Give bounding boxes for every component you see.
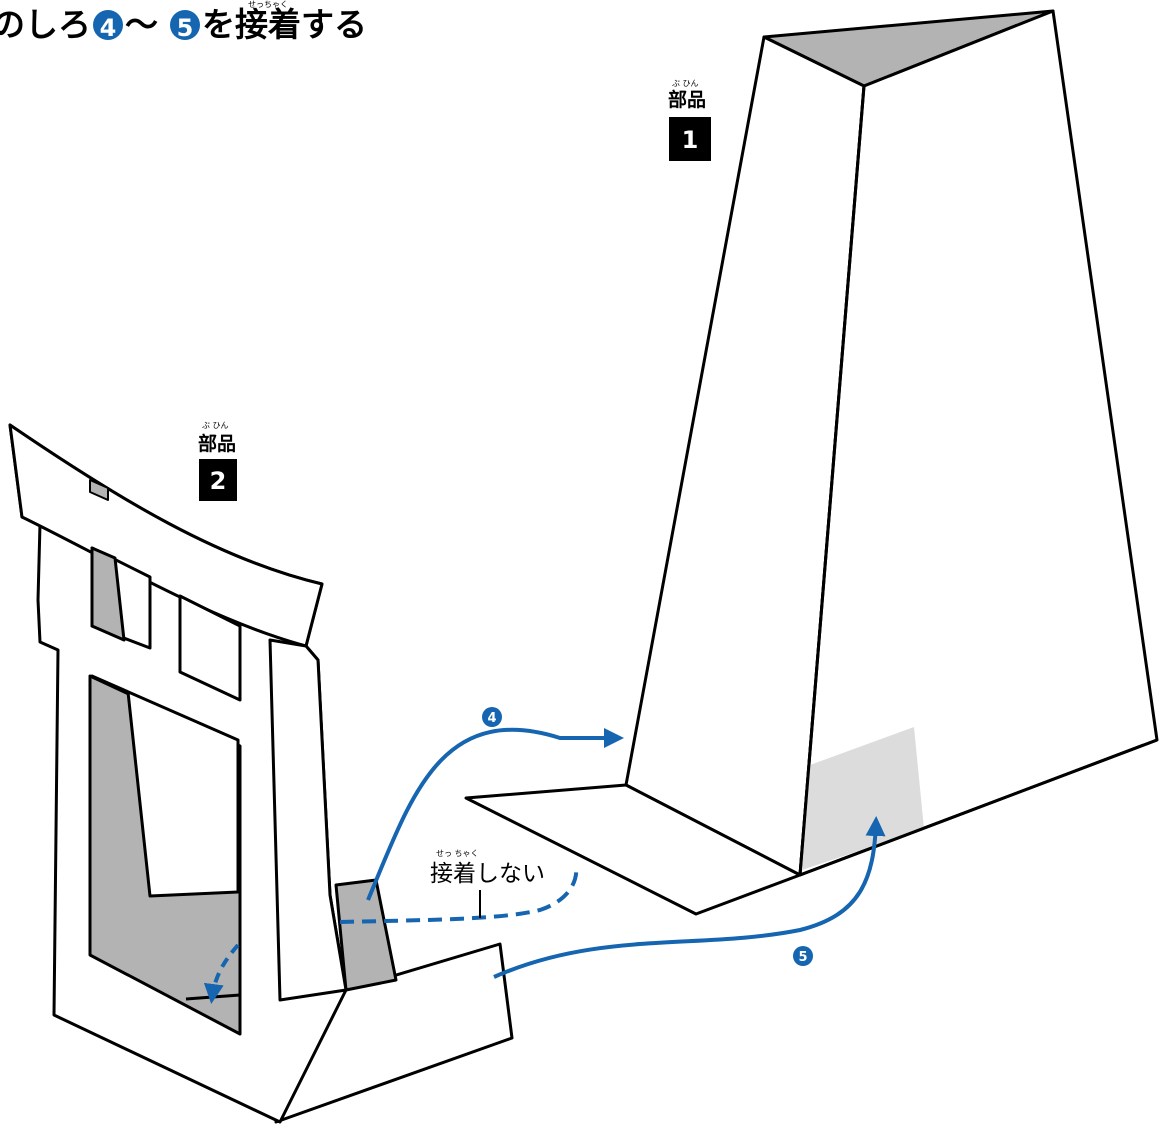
step-4-marker — [482, 707, 502, 727]
step-5-number: 5 — [798, 950, 807, 965]
no-glue-note: せっ ちゃく 接着しない — [430, 849, 545, 918]
step-4-badge — [93, 10, 123, 40]
title-tilde: 〜 — [125, 5, 158, 44]
step-5-marker — [793, 946, 813, 966]
gate-opening-front — [90, 674, 240, 898]
tower-base-tab — [464, 783, 802, 916]
part-1-ruby: ぶ ひん — [672, 79, 699, 88]
no-glue-dashed-arrow — [203, 943, 240, 1004]
part-2-number-box — [199, 459, 237, 501]
part-1-tower — [464, 9, 1159, 916]
title-step-a: 4 — [100, 14, 117, 42]
note-text: 接着しない — [430, 861, 545, 887]
part-2-gate — [8, 423, 514, 1124]
part-1-label: ぶ ひん 部品 1 — [668, 79, 711, 161]
gate-right-pillar — [268, 638, 348, 1002]
part-2-title: 部品 — [198, 432, 236, 455]
gate-window-2 — [178, 594, 242, 702]
step-4-number: 4 — [487, 711, 496, 726]
step-5-badge — [170, 10, 200, 40]
part-2-number: 2 — [210, 467, 227, 495]
part-2-ruby: ぶ ひん — [202, 421, 229, 430]
instruction-title: のしろ 4 〜 5 を接着する せっちゃく — [0, 0, 367, 44]
step-4-arrow — [366, 727, 624, 901]
part-1-number-box — [669, 117, 711, 161]
title-text-before: のしろ — [0, 5, 91, 44]
part-2-label: ぶ ひん 部品 2 — [198, 421, 237, 501]
part-1-number: 1 — [682, 126, 699, 154]
gate-tab — [89, 479, 109, 501]
title-step-b: 5 — [177, 14, 194, 42]
part-1-title: 部品 — [668, 88, 706, 111]
step-5-arrow — [493, 816, 886, 979]
note-ruby: せっ ちゃく — [436, 849, 479, 858]
title-text-after: を接着する — [202, 5, 367, 44]
gate-slot-piece — [334, 878, 398, 992]
glue-area — [802, 727, 924, 870]
gate-window-1-shade — [90, 546, 126, 642]
no-glue-dashed-line — [339, 865, 579, 924]
title-ruby: せっちゃく — [248, 0, 288, 9]
